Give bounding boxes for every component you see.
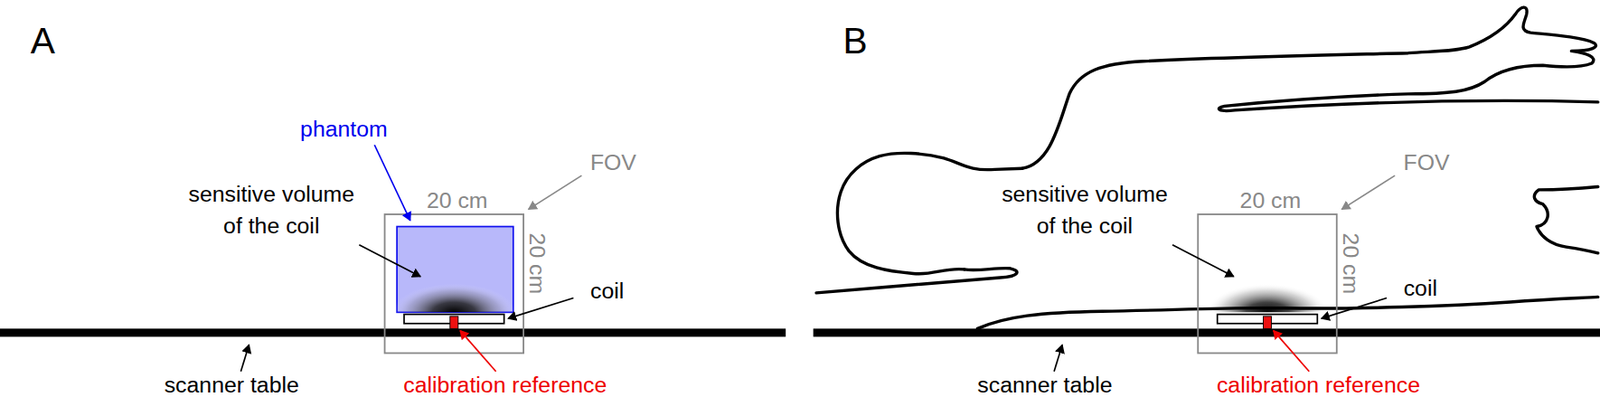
calibration-reference (1262, 316, 1271, 330)
leader-line (1321, 298, 1387, 320)
fov-square (385, 214, 525, 353)
leader-line (1273, 330, 1310, 372)
part-label: scanner table (977, 372, 1112, 397)
part-label: scanner table (164, 372, 300, 397)
leader-line (1172, 244, 1234, 277)
leader-line (240, 344, 249, 371)
dimension: 20 cm (426, 187, 489, 215)
leader-line (358, 244, 421, 277)
part-label: coil (1403, 274, 1438, 302)
part-label: sensitive volume of the coil (179, 179, 364, 244)
panel-letter: A (30, 18, 56, 64)
part-label: phantom (300, 115, 388, 143)
calibration-reference (450, 316, 459, 330)
leader-line (460, 330, 497, 372)
scanner-table (813, 328, 1600, 337)
panel-letter: B (842, 18, 867, 64)
fov-square (1197, 214, 1337, 353)
part-label: calibration reference (403, 372, 607, 397)
part-label: FOV (590, 150, 637, 178)
dimension: 20 cm (1336, 232, 1365, 294)
part-label: calibration reference (1216, 372, 1421, 397)
leader-line (1054, 344, 1063, 371)
sensitive-volume (393, 254, 516, 312)
dimension: 20 cm (523, 232, 551, 294)
leader-line (508, 298, 574, 320)
dimension: 20 cm (1240, 187, 1302, 215)
part-label: FOV (1403, 150, 1450, 178)
leader-line (1341, 175, 1395, 209)
leader-line (374, 144, 411, 221)
leader-line (528, 175, 583, 209)
part-label: sensitive volume of the coil (992, 179, 1177, 244)
patient-outline (816, 7, 1599, 329)
part-label: coil (590, 277, 624, 305)
scanner-table (0, 328, 786, 337)
sensitive-volume (1205, 254, 1328, 312)
